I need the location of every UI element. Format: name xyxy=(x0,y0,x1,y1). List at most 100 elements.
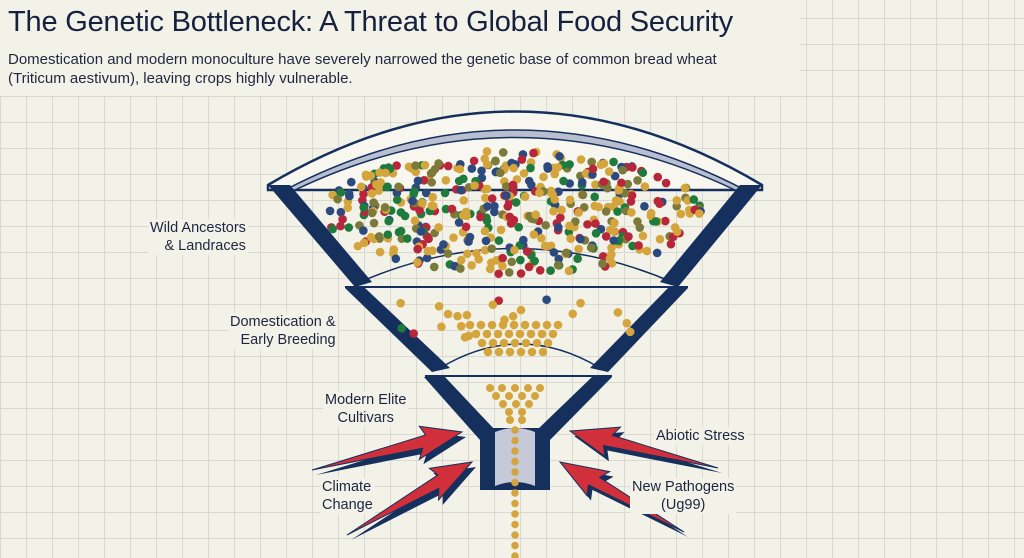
funnel-section-3-wall-right xyxy=(537,377,612,440)
gene-dot xyxy=(628,163,637,172)
gene-dot xyxy=(511,478,519,487)
gene-dot xyxy=(439,240,448,249)
gene-dot xyxy=(367,189,377,198)
gene-dot xyxy=(618,165,627,175)
gene-dot xyxy=(505,392,513,400)
gene-dot xyxy=(383,230,393,239)
gene-dot xyxy=(486,384,494,392)
gene-dot xyxy=(413,258,422,267)
gene-dot xyxy=(366,232,376,242)
gene-dot xyxy=(559,176,568,186)
gene-dot xyxy=(482,329,492,339)
gene-dot xyxy=(483,347,493,357)
gene-dot xyxy=(546,241,556,251)
gene-dot xyxy=(459,196,469,205)
gene-dot xyxy=(591,228,601,238)
gene-dot xyxy=(539,172,548,182)
gene-dot xyxy=(392,161,401,170)
gene-dot xyxy=(494,269,503,279)
gene-dot xyxy=(454,218,464,227)
gene-dot xyxy=(369,198,378,207)
gene-dot xyxy=(483,202,492,211)
gene-dot xyxy=(576,155,586,164)
gene-dot xyxy=(456,255,466,265)
gene-dot xyxy=(482,184,492,194)
gene-dot xyxy=(512,400,520,408)
gene-dot xyxy=(680,183,690,193)
funnel-section-2-floor xyxy=(439,343,601,369)
gene-dot xyxy=(476,320,486,330)
gene-dot xyxy=(506,416,514,424)
gene-dot xyxy=(640,182,650,191)
gene-dot xyxy=(454,176,464,186)
gene-dot xyxy=(511,531,519,539)
gene-dot xyxy=(604,167,614,176)
gene-dot xyxy=(508,311,518,321)
gene-dot xyxy=(542,320,552,330)
gene-dot xyxy=(417,198,427,208)
gene-dot xyxy=(434,159,443,168)
gene-dot xyxy=(498,253,507,263)
gene-dot xyxy=(470,181,479,190)
gene-dot xyxy=(617,178,626,188)
gene-dot xyxy=(635,223,645,232)
gene-dot xyxy=(397,324,406,333)
gene-dot xyxy=(510,338,520,348)
gene-dot xyxy=(469,156,479,166)
gene-dot xyxy=(517,155,527,164)
gene-dot xyxy=(511,489,519,497)
gene-dot xyxy=(535,188,544,198)
gene-dot xyxy=(480,154,490,164)
gene-dot xyxy=(509,320,519,330)
gene-dot xyxy=(359,203,368,212)
gene-dot xyxy=(578,190,588,200)
gene-dot xyxy=(610,171,620,181)
gene-dot xyxy=(524,384,532,392)
gene-dot xyxy=(526,329,536,339)
gene-dot xyxy=(487,194,497,203)
gene-dot xyxy=(449,233,458,242)
gene-dot xyxy=(591,219,600,228)
gene-dot xyxy=(609,157,618,167)
gene-dot xyxy=(372,180,381,189)
gene-dot xyxy=(505,408,513,416)
gene-dot xyxy=(537,329,547,339)
gene-dot xyxy=(625,327,635,337)
gene-dot xyxy=(511,468,519,476)
gene-dot xyxy=(531,392,539,400)
gene-dot xyxy=(383,182,392,192)
gene-dot xyxy=(661,216,670,226)
gene-dot xyxy=(381,168,390,178)
gene-dot xyxy=(496,225,506,235)
funnel-section-3-wall-left xyxy=(424,377,495,440)
gene-dot xyxy=(426,169,436,178)
funnel-section-1-wall-left xyxy=(268,185,372,287)
gene-dot xyxy=(384,216,393,226)
gene-dot xyxy=(549,206,558,216)
gene-dot xyxy=(485,264,495,274)
gene-dot xyxy=(410,216,420,225)
gene-dot xyxy=(411,161,420,170)
funnel-section-1-wall-right xyxy=(660,185,762,287)
genetic-diversity-dots xyxy=(325,147,705,558)
gene-dot xyxy=(374,232,384,241)
gene-dot xyxy=(380,203,390,212)
gene-dot xyxy=(613,308,623,317)
gene-dot xyxy=(609,227,619,236)
gene-dot xyxy=(646,211,656,221)
gene-dot xyxy=(529,230,539,239)
gene-dot xyxy=(672,227,682,236)
gene-dot xyxy=(524,176,534,186)
gene-dot xyxy=(511,457,519,466)
threat-arrows xyxy=(311,425,722,540)
gene-dot xyxy=(507,257,517,267)
gene-dot xyxy=(467,164,477,173)
gene-dot xyxy=(565,160,574,169)
gene-dot xyxy=(518,392,526,400)
stage-label-wild-ancestors: Wild Ancestors& Landraces xyxy=(148,219,248,255)
gene-dot xyxy=(408,196,417,206)
gene-dot xyxy=(655,234,665,244)
gene-dot xyxy=(511,447,519,455)
